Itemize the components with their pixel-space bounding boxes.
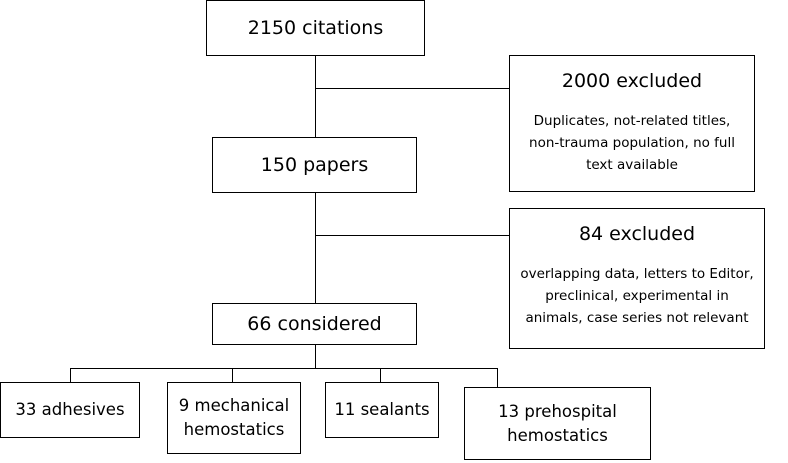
- connector-considered-to-branch: [315, 344, 317, 369]
- exclusion-detail-1: Duplicates, not-related titles, non-trau…: [521, 110, 743, 176]
- exclusion-detail-line: overlapping data, letters to Editor,: [520, 266, 754, 282]
- branch-to-category-1: [70, 368, 72, 383]
- connector-papers-to-considered: [315, 192, 317, 304]
- exclusion-title-1: 2000 excluded: [561, 70, 703, 92]
- citations-label: 2150 citations: [247, 17, 384, 39]
- category-box-sealants: 11 sealants: [325, 382, 439, 438]
- category-label-prehospital-line2: hemostatics: [507, 425, 608, 445]
- exclusion-detail-line: preclinical, experimental in: [545, 288, 729, 304]
- category-label-adhesives: 33 adhesives: [15, 400, 125, 420]
- branch-horizontal-line: [70, 368, 498, 370]
- category-box-mechanical-hemostatics: 9 mechanical hemostatics: [167, 382, 301, 454]
- exclusion-title-2: 84 excluded: [578, 223, 696, 245]
- branch-to-category-2: [232, 368, 234, 383]
- citations-box: 2150 citations: [206, 0, 425, 56]
- exclusion-detail-line: animals, case series not relevant: [525, 310, 749, 326]
- connector-to-exclusion-1: [315, 88, 510, 90]
- considered-box: 66 considered: [212, 303, 417, 345]
- category-label-mechanical-line1: 9 mechanical: [178, 396, 290, 416]
- connector-to-exclusion-2: [315, 235, 510, 237]
- papers-box: 150 papers: [212, 137, 417, 193]
- exclusion-box-1: 2000 excluded Duplicates, not-related ti…: [509, 55, 755, 192]
- exclusion-detail-2: overlapping data, letters to Editor, pre…: [512, 263, 761, 329]
- exclusion-detail-line: text available: [586, 157, 678, 173]
- category-label-mechanical-line2: hemostatics: [183, 420, 285, 439]
- exclusion-detail-line: non-trauma population, no full: [529, 135, 735, 151]
- category-box-adhesives: 33 adhesives: [0, 382, 140, 438]
- considered-label: 66 considered: [247, 313, 382, 335]
- branch-to-category-3: [380, 368, 382, 383]
- exclusion-detail-line: Duplicates, not-related titles,: [533, 113, 731, 129]
- exclusion-box-2: 84 excluded overlapping data, letters to…: [509, 208, 765, 349]
- category-label-sealants: 11 sealants: [334, 400, 430, 420]
- connector-citations-to-papers: [315, 55, 317, 138]
- category-box-prehospital-hemostatics: 13 prehospital hemostatics: [464, 387, 651, 460]
- category-label-prehospital-line1: 13 prehospital: [498, 401, 617, 421]
- branch-to-category-4: [497, 368, 499, 388]
- papers-label: 150 papers: [260, 154, 369, 176]
